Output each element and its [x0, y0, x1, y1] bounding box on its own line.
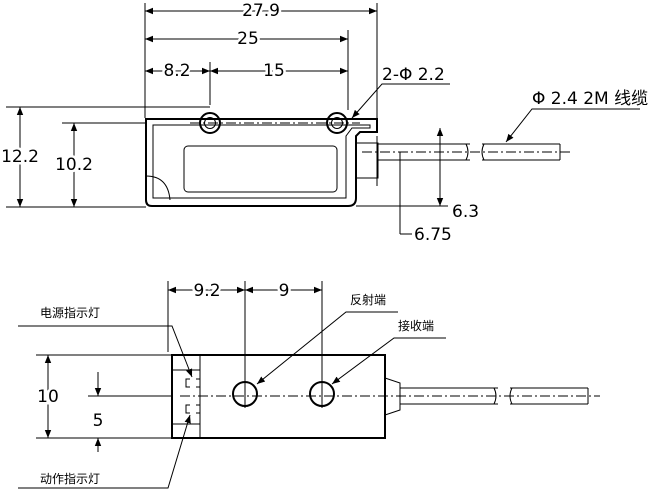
dim-cable-center: 6.75 [414, 225, 452, 245]
dim-center: 5 [93, 411, 104, 431]
dim-cable: Φ 2.4 2M 线缆 [532, 89, 648, 109]
label-action-led: 动作指示灯 [40, 471, 100, 486]
dim-total-height: 12.2 [1, 147, 39, 167]
sensing-window [183, 145, 338, 193]
emitter-lens [232, 381, 258, 407]
power-led [185, 378, 201, 388]
bottom-view: 9.2 9 10 5 电源指 [18, 279, 600, 489]
dim-height: 10 [37, 387, 59, 407]
dim-hole-diameter: 2-Φ 2.2 [382, 65, 445, 85]
dim-pitch: 9 [279, 281, 290, 301]
action-led [185, 404, 201, 414]
dim-hole-pitch: 15 [263, 61, 285, 81]
sensor-body-top [145, 118, 378, 207]
receiver-lens [309, 381, 335, 407]
dim-overall-width: 27.9 [242, 1, 280, 21]
label-emitter: 反射端 [350, 292, 386, 307]
dim-body-height: 10.2 [55, 155, 93, 175]
sensor-body-bottom [171, 354, 386, 439]
dim-left-offset: 9.2 [193, 281, 220, 301]
top-view: 27.9 25 8.2 15 2-Φ 2.2 [0, 0, 648, 245]
dim-hole-span-outer: 25 [237, 29, 259, 49]
label-power-led: 电源指示灯 [40, 305, 100, 320]
dim-left-hole: 8.2 [163, 61, 190, 81]
dim-cable-offset: 6.3 [452, 202, 479, 222]
label-receiver: 接收端 [398, 318, 434, 333]
